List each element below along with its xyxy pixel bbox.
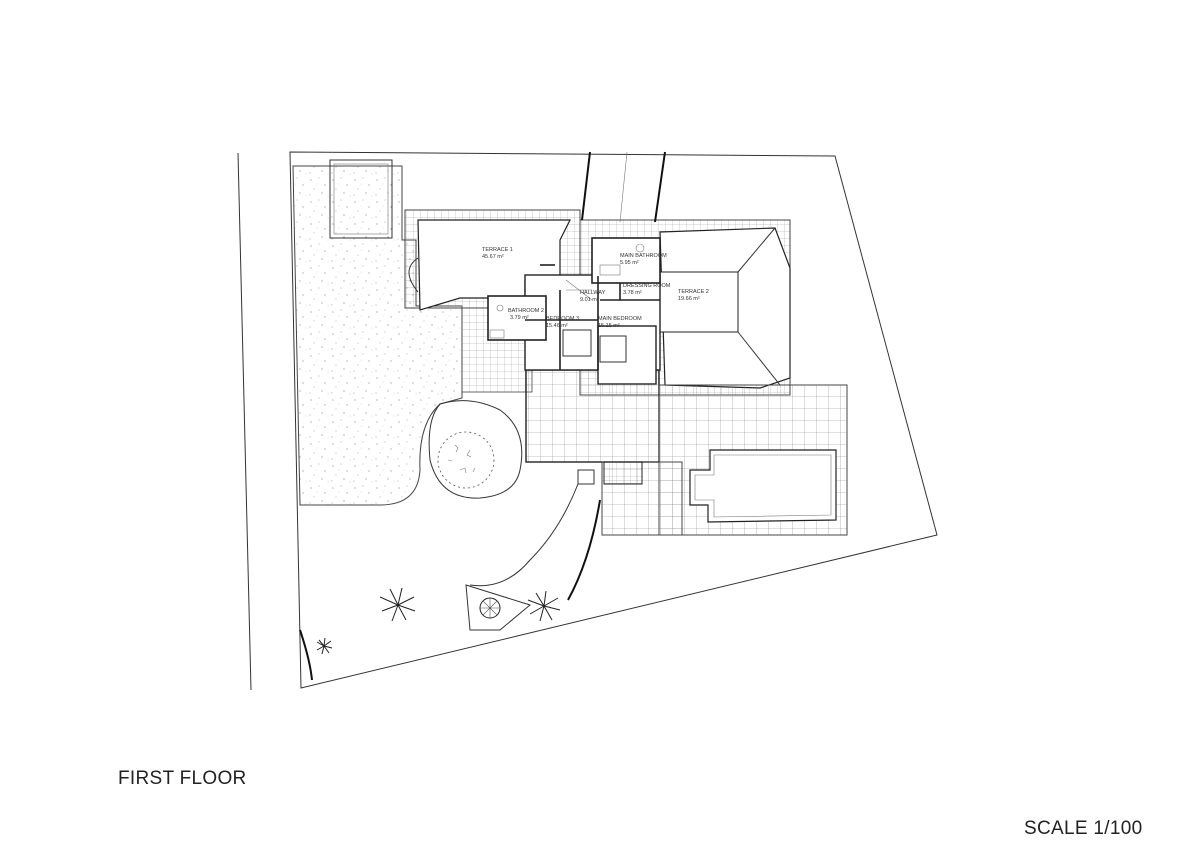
room-label-main-bedroom: MAIN BEDROOM bbox=[598, 316, 642, 322]
room-label-bedroom-3: BEDROOM 3 bbox=[546, 316, 579, 322]
room-label-main-bathroom: MAIN BATHROOM bbox=[620, 253, 667, 259]
round-tree-icon bbox=[479, 597, 501, 619]
drawing-title: FIRST FLOOR bbox=[118, 768, 247, 789]
palm-tree-icon bbox=[316, 637, 333, 655]
room-area-bathroom-2: 3.79 m² bbox=[510, 315, 529, 321]
garden-curved-path bbox=[428, 400, 523, 499]
left-boundary-line bbox=[237, 152, 252, 691]
storage-box bbox=[329, 159, 393, 239]
swimming-pool bbox=[689, 449, 837, 523]
room-area-dressing-room: 3.78 m² bbox=[623, 290, 642, 296]
palm-tree-icon bbox=[379, 587, 416, 622]
outdoor-stairs bbox=[603, 461, 643, 485]
drawing-scale: SCALE 1/100 bbox=[1024, 818, 1143, 839]
room-label-hallway: HALLWAY bbox=[580, 290, 606, 296]
room-area-hallway: 9.01 m² bbox=[580, 297, 599, 303]
house-walls bbox=[487, 237, 661, 385]
garden-path bbox=[469, 483, 579, 587]
palm-tree-icon bbox=[527, 590, 561, 622]
room-area-main-bathroom: 5.95 m² bbox=[620, 260, 639, 266]
round-planter bbox=[437, 431, 495, 489]
room-area-terrace-2: 19.66 m² bbox=[678, 296, 700, 302]
plot-boundary bbox=[289, 151, 938, 689]
room-label-terrace-1: TERRACE 1 bbox=[482, 247, 513, 253]
room-label-bathroom-2: BATHROOM 2 bbox=[508, 308, 544, 314]
room-area-terrace-1: 45.67 m² bbox=[482, 254, 504, 260]
terrace-2-area bbox=[659, 271, 739, 333]
room-area-bedroom-3: 15.46 m² bbox=[546, 323, 568, 329]
room-label-dressing-room: DRESSING ROOM bbox=[623, 283, 671, 289]
room-label-terrace-2: TERRACE 2 bbox=[678, 289, 709, 295]
room-area-main-bedroom: 15.15 m² bbox=[598, 323, 620, 329]
